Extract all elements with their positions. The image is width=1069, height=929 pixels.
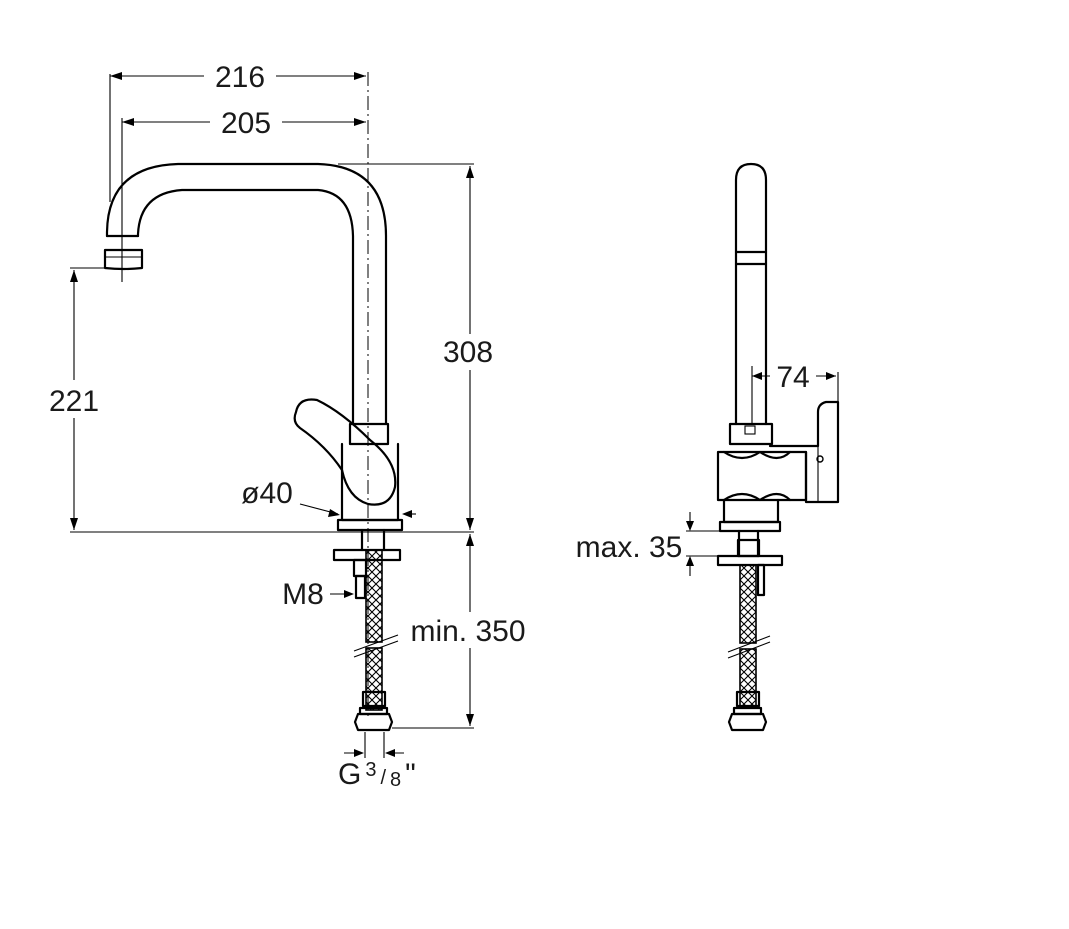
arrowhead: [328, 509, 340, 517]
dimension-min350-label: min. 350: [410, 615, 525, 648]
dimension-216-label: 216: [215, 61, 265, 94]
side-collar-mark: [744, 425, 756, 435]
side-hose-nut-top: [732, 706, 763, 716]
side-hose-ferrule: [735, 690, 761, 708]
threaded-stud: [352, 558, 368, 578]
g38-numerator: 3: [365, 759, 376, 781]
side-flex-hose-lower: [739, 648, 757, 708]
side-flex-hose-upper: [739, 564, 757, 644]
side-body-curve: [722, 450, 792, 460]
dimension-205-label: 205: [221, 107, 271, 140]
side-lever: [768, 400, 840, 504]
arrowhead: [752, 372, 762, 380]
side-collar: [728, 422, 774, 446]
arrowhead: [466, 714, 474, 726]
side-shank-nut: [736, 538, 761, 558]
hose-nut: [353, 712, 394, 732]
dimension-d40-label: ø40: [241, 477, 293, 510]
aerator-outlet: [103, 248, 144, 271]
side-stud: [756, 563, 766, 597]
arrowhead: [385, 749, 395, 757]
spout-collar: [348, 422, 390, 446]
side-lever-indicator: [816, 455, 824, 463]
side-base-flange: [718, 520, 782, 533]
side-base-neck: [722, 498, 780, 524]
arrowhead: [354, 72, 366, 80]
side-dimensions: 74 max. 35: [576, 361, 839, 576]
flex-hose-lower: [365, 647, 383, 711]
dimension-308-label: 308: [443, 336, 493, 369]
arrowhead: [110, 72, 122, 80]
thread-m8-label: M8: [282, 578, 324, 611]
arrowhead: [70, 518, 78, 530]
dimension-221-label: 221: [49, 385, 99, 418]
side-view: [716, 162, 840, 732]
front-view: [103, 162, 404, 732]
g38-slash: /: [380, 767, 386, 789]
arrowhead: [122, 118, 134, 126]
spout-inner-contour: [136, 188, 355, 426]
side-body: [716, 450, 808, 502]
flex-hose-upper: [365, 549, 383, 643]
break-line: [353, 640, 399, 658]
break-line: [353, 634, 399, 652]
break-line: [727, 635, 771, 653]
arrowhead: [354, 118, 366, 126]
side-spout-tube: [734, 162, 768, 426]
hose-ferrule: [361, 690, 387, 708]
arrowhead: [466, 518, 474, 530]
arrowhead: [686, 521, 694, 531]
arrowhead: [826, 372, 836, 380]
side-clamping-plate: [716, 554, 784, 567]
hose-nut-top: [358, 706, 389, 716]
side-body-curve: [722, 492, 792, 502]
arrowhead: [466, 166, 474, 178]
spout-outer-contour: [105, 162, 388, 426]
side-hose-nut: [727, 712, 768, 732]
stud-nut: [354, 574, 367, 600]
thread-g38-label: G 3 / 8 ": [338, 758, 416, 791]
arrowhead: [354, 749, 364, 757]
arrowhead: [70, 270, 78, 282]
dimension-max35-label: max. 35: [576, 531, 683, 564]
arrowhead: [466, 534, 474, 546]
g38-suffix: ": [405, 758, 416, 791]
lever-handle: [293, 398, 397, 506]
front-dimensions: 216 205 308 221 ø40 M8 min. 35: [49, 61, 526, 791]
arrowhead: [402, 510, 412, 518]
base-flange: [336, 518, 404, 532]
g38-denominator: 8: [390, 769, 401, 791]
mixer-body: [340, 442, 400, 522]
arrowhead: [686, 556, 694, 566]
arrowhead: [344, 590, 354, 598]
g38-letter: G: [338, 758, 361, 791]
dimension-74-label: 74: [776, 361, 809, 394]
break-line: [727, 641, 771, 659]
